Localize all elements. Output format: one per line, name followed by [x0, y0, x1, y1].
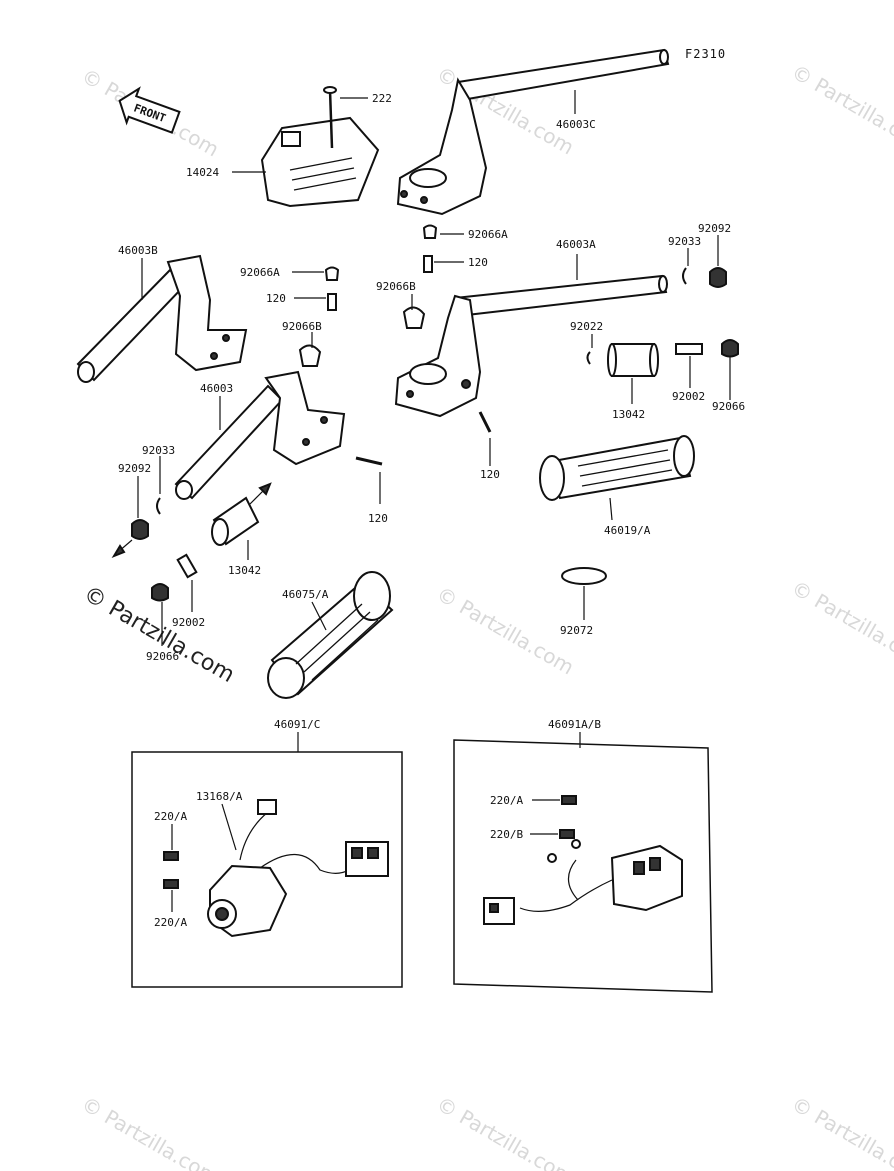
part-label: 92066: [146, 650, 179, 663]
handlebar-part: [76, 254, 248, 383]
watermark: © Partzilla.com: [78, 1092, 224, 1171]
figure-code: F2310: [685, 47, 726, 61]
part-label: 120: [368, 512, 388, 525]
spring-part: [156, 497, 161, 515]
grip-part: [539, 435, 695, 501]
part-label: 92033: [142, 444, 175, 457]
bolt-part: [327, 293, 337, 311]
bolt-part: [675, 343, 703, 355]
watermark: © Partzilla.com: [788, 60, 894, 158]
cap-part: [298, 344, 322, 367]
part-label: 46003A: [556, 238, 596, 251]
part-label: 92033: [668, 235, 701, 248]
weight-part: [151, 583, 169, 602]
cap-part: [422, 224, 438, 239]
part-label: 120: [468, 256, 488, 269]
sleeve-part: [607, 343, 659, 377]
watermark: © Partzilla.com: [788, 1092, 894, 1171]
part-label: 92066A: [468, 228, 508, 241]
clip-part: [586, 351, 591, 365]
part-label: 92002: [672, 390, 705, 403]
screw-part: [559, 829, 575, 839]
part-label: 222: [372, 92, 392, 105]
spring-part: [682, 267, 687, 285]
weight-part: [709, 267, 727, 288]
part-label: 92092: [698, 222, 731, 235]
part-label: 220/A: [490, 794, 523, 807]
switch-housing-right: [483, 839, 683, 925]
part-label: 92092: [118, 462, 151, 475]
handlebar-part: [396, 48, 670, 216]
grip-part: [267, 571, 394, 699]
watermark: © Partzilla.com: [433, 582, 579, 680]
part-label: 46003: [200, 382, 233, 395]
bolt-part: [423, 255, 433, 273]
bolt-part: [176, 553, 198, 579]
part-label: 92066B: [282, 320, 322, 333]
screw-part: [163, 879, 179, 889]
handlebar-part: [174, 370, 346, 500]
handlebar-part: [394, 274, 668, 418]
cover-part: [260, 86, 380, 208]
switch-housing-left: [207, 799, 389, 938]
direction-arrow-icon: [258, 482, 272, 496]
weight-part: [721, 339, 739, 358]
part-label: 92066: [712, 400, 745, 413]
part-label: 120: [266, 292, 286, 305]
part-label: 46075/A: [282, 588, 329, 601]
front-arrow-icon: FRONT: [118, 86, 181, 134]
cap-part: [402, 306, 426, 329]
part-label: 46019/A: [604, 524, 651, 537]
part-label: 220/B: [490, 828, 523, 841]
screw-part: [561, 795, 577, 805]
part-label: 220/A: [154, 810, 187, 823]
direction-arrow-icon: [111, 544, 126, 559]
part-label: 46091A/B: [548, 718, 601, 731]
part-label: 46091/C: [274, 718, 320, 731]
switch-box-left: [131, 751, 403, 988]
part-label: 92002: [172, 616, 205, 629]
band-part: [561, 567, 607, 585]
part-label: 14024: [186, 166, 219, 179]
part-label: 46003B: [118, 244, 158, 257]
watermark: © Partzilla.com: [433, 1092, 579, 1171]
screw-part: [163, 851, 179, 861]
weight-part: [131, 519, 149, 540]
part-label: 120: [480, 468, 500, 481]
part-label: 92066B: [376, 280, 416, 293]
part-label: 92072: [560, 624, 593, 637]
part-label: 220/A: [154, 916, 187, 929]
part-label: 92022: [570, 320, 603, 333]
part-label: 13042: [612, 408, 645, 421]
cap-part: [324, 266, 340, 281]
part-label: 46003C: [556, 118, 596, 131]
part-label: 13042: [228, 564, 261, 577]
watermark: © Partzilla.com: [788, 576, 894, 674]
part-label: 92066A: [240, 266, 280, 279]
sleeve-part: [211, 496, 260, 546]
switch-box-right: [453, 739, 713, 993]
part-label: 13168/A: [196, 790, 243, 803]
